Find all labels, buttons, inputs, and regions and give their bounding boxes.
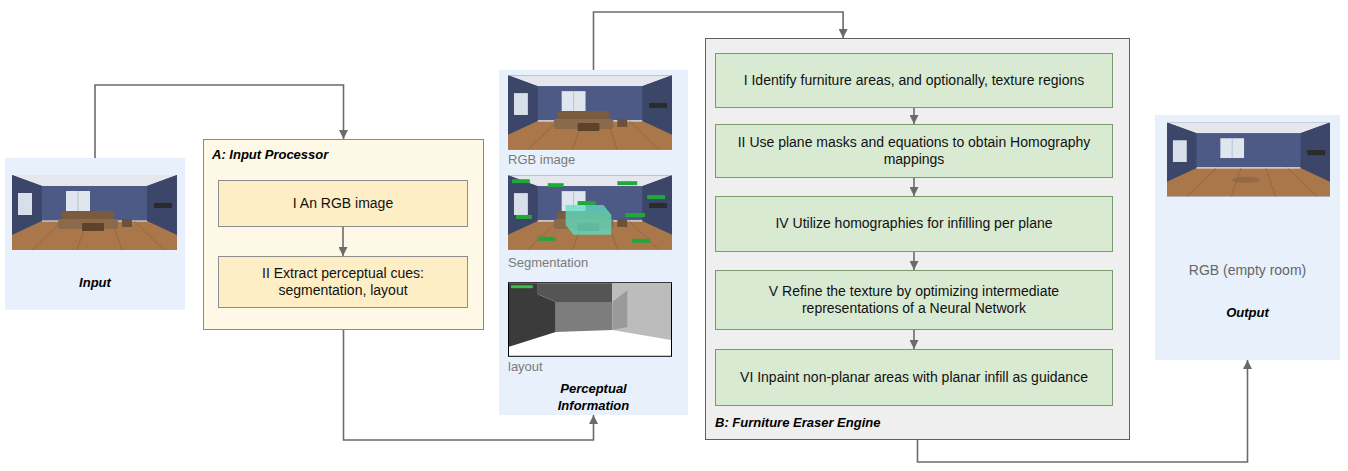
panel-title: Output <box>1155 305 1340 322</box>
step-box: I Identify furniture areas, and optional… <box>715 53 1113 108</box>
layout-image <box>508 282 672 357</box>
processor-panel: A: Input Processor I An RGB image II Extra… <box>203 139 484 330</box>
box-text: II Extract perceptual cues: segmentation… <box>229 265 457 300</box>
flow-arrow <box>913 178 915 196</box>
step-box: VI Inpaint non-planar areas with planar … <box>715 349 1113 406</box>
image-caption: layout <box>508 359 543 375</box>
box-text: IV Utilize homographies for infilling pe… <box>775 215 1052 233</box>
flow-arrow <box>913 330 915 349</box>
box-text: II Use plane masks and equations to obta… <box>726 134 1102 169</box>
panel-title: A: Input Processor <box>212 147 472 164</box>
output-panel: RGB (empty room) Output <box>1155 115 1340 360</box>
room-photo <box>508 75 672 150</box>
box-text: I Identify furniture areas, and optional… <box>744 72 1085 90</box>
box-text: I An RGB image <box>293 195 393 213</box>
process-box: I An RGB image <box>218 180 468 227</box>
flow-arrow <box>913 108 915 124</box>
empty-room-photo <box>1167 122 1330 197</box>
flow-arrow <box>913 252 915 270</box>
step-box: IV Utilize homographies for infilling pe… <box>715 196 1113 252</box>
box-text: V Refine the texture by optimizing inter… <box>726 283 1102 318</box>
room-photo <box>12 175 177 250</box>
image-caption: RGB image <box>508 152 575 168</box>
segmentation-image <box>508 175 672 250</box>
panel-title: B: Furniture Eraser Engine <box>715 415 1035 432</box>
process-box: II Extract perceptual cues: segmentation… <box>218 256 468 308</box>
panel-title: Input <box>5 275 185 292</box>
step-box: V Refine the texture by optimizing inter… <box>715 270 1113 330</box>
box-text: VI Inpaint non-planar areas with planar … <box>740 369 1088 387</box>
step-box: II Use plane masks and equations to obta… <box>715 124 1113 178</box>
image-caption: Segmentation <box>508 255 588 271</box>
flow-arrow <box>342 227 344 256</box>
panel-title: Perceptual Information <box>537 381 650 415</box>
input-panel: Input <box>5 158 185 310</box>
panel-title: RGB (empty room) <box>1155 261 1340 279</box>
engine-panel: B: Furniture Eraser Engine I Identify fur… <box>705 38 1130 440</box>
